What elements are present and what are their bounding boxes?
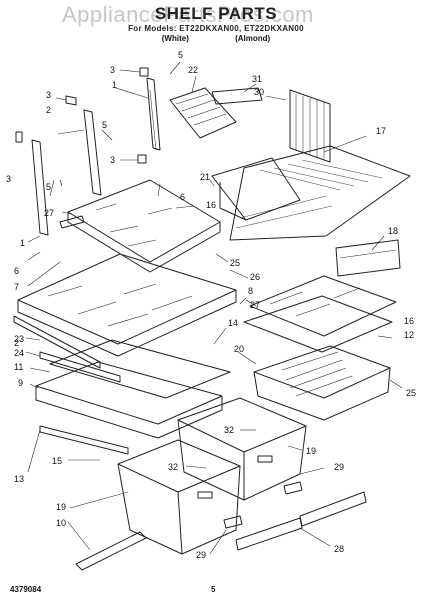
variant-white: (White): [161, 34, 189, 43]
callout: 5: [178, 50, 183, 60]
drawer-part-21: [211, 157, 301, 221]
cover-part-28-a: [235, 517, 303, 551]
callout: 2: [14, 338, 19, 348]
callout: 22: [188, 65, 198, 75]
callout: 24: [14, 348, 24, 358]
frame-part-12: [243, 295, 393, 353]
callout: 5: [46, 182, 51, 192]
shelf-frame-part-7: [17, 253, 237, 345]
variant-almond: (Almond): [235, 34, 271, 43]
callout: 20: [234, 344, 244, 354]
callout: 15: [52, 456, 62, 466]
page-number: 5: [211, 585, 216, 594]
callout: 29: [196, 550, 206, 560]
callout: 13: [14, 474, 24, 484]
callout: 3: [46, 90, 51, 100]
cover-part-29-a: [223, 515, 243, 529]
callout-numbers: 3 5 22 31 30 1 3 2 5 3 6 16 17 3 21 5 27…: [6, 50, 416, 560]
wire-shelf-part-17: [229, 145, 411, 241]
cover-part-29-b: [283, 481, 303, 495]
rail-part-2: [83, 109, 102, 196]
callout: 11: [14, 362, 23, 372]
callout: 7: [14, 282, 19, 292]
shelf-grid-part-30: [289, 89, 331, 163]
cover-part-28-b: [299, 491, 367, 527]
divider-tray-part-22: [169, 87, 237, 139]
callout: 17: [376, 126, 386, 136]
shelf-rail-part-31: [211, 87, 263, 105]
watermark-text: AppliancePartsPros.com: [62, 2, 314, 27]
callout: 3: [6, 174, 11, 184]
callout: 9: [18, 378, 23, 388]
label-window-left: [197, 491, 213, 499]
callout: 1: [112, 80, 117, 90]
callout: 19: [56, 502, 66, 512]
rail-part-1-upper: [146, 77, 161, 151]
document-number: 4379084: [10, 585, 42, 594]
callout: 27: [250, 300, 260, 310]
callout: 29: [334, 462, 344, 472]
callout: 5: [102, 120, 107, 130]
label-window-right: [257, 455, 273, 463]
model-line: For Models: ET22DKXAN00, ET22DKXAN00: [128, 24, 304, 33]
callout: 8: [248, 286, 253, 296]
trim-part-18: [335, 239, 401, 277]
callout: 3: [110, 65, 115, 75]
callout: 28: [334, 544, 344, 554]
clip-part-3b: [65, 95, 77, 106]
page-title: SHELF PARTS: [154, 4, 278, 23]
callout: 21: [200, 172, 210, 182]
track-part-13: [39, 425, 129, 455]
rail-part-1-lower: [31, 139, 49, 236]
callout: 18: [388, 226, 398, 236]
callout: 12: [404, 330, 414, 340]
callout: 30: [254, 87, 264, 97]
clip-part-3d: [15, 131, 23, 143]
callout: 3: [110, 155, 115, 165]
rail-part-10: [75, 531, 147, 571]
callout: 32: [168, 462, 178, 472]
glass-shelf-part-16-right: [249, 275, 397, 337]
callout: 2: [46, 105, 51, 115]
callout: 26: [250, 272, 260, 282]
drawer-part-20: [253, 345, 391, 399]
callout: 23: [14, 334, 24, 344]
trim-part-24: [13, 315, 101, 369]
callout: 10: [56, 518, 66, 528]
glass-shelf-part-16-upper: [67, 179, 221, 263]
color-variants: (White) (Almond): [0, 34, 432, 43]
callout: 27: [44, 208, 54, 218]
callout: 16: [206, 200, 216, 210]
trim-part-27-upper: [59, 215, 85, 229]
callout: 6: [180, 192, 185, 202]
trim-part-23: [39, 351, 121, 383]
callout: 32: [224, 425, 234, 435]
callout: 31: [252, 74, 262, 84]
clip-part-3a: [139, 67, 149, 77]
callout: 25: [406, 388, 416, 398]
callout: 6: [14, 266, 19, 276]
clip-part-3c: [137, 154, 147, 164]
crisper-part-19-left: [117, 439, 241, 493]
callout: 14: [228, 318, 238, 328]
callout: 16: [404, 316, 414, 326]
callout: 25: [230, 258, 240, 268]
callout: 1: [20, 238, 25, 248]
callout: 19: [306, 446, 316, 456]
cover-part-11: [49, 339, 231, 399]
